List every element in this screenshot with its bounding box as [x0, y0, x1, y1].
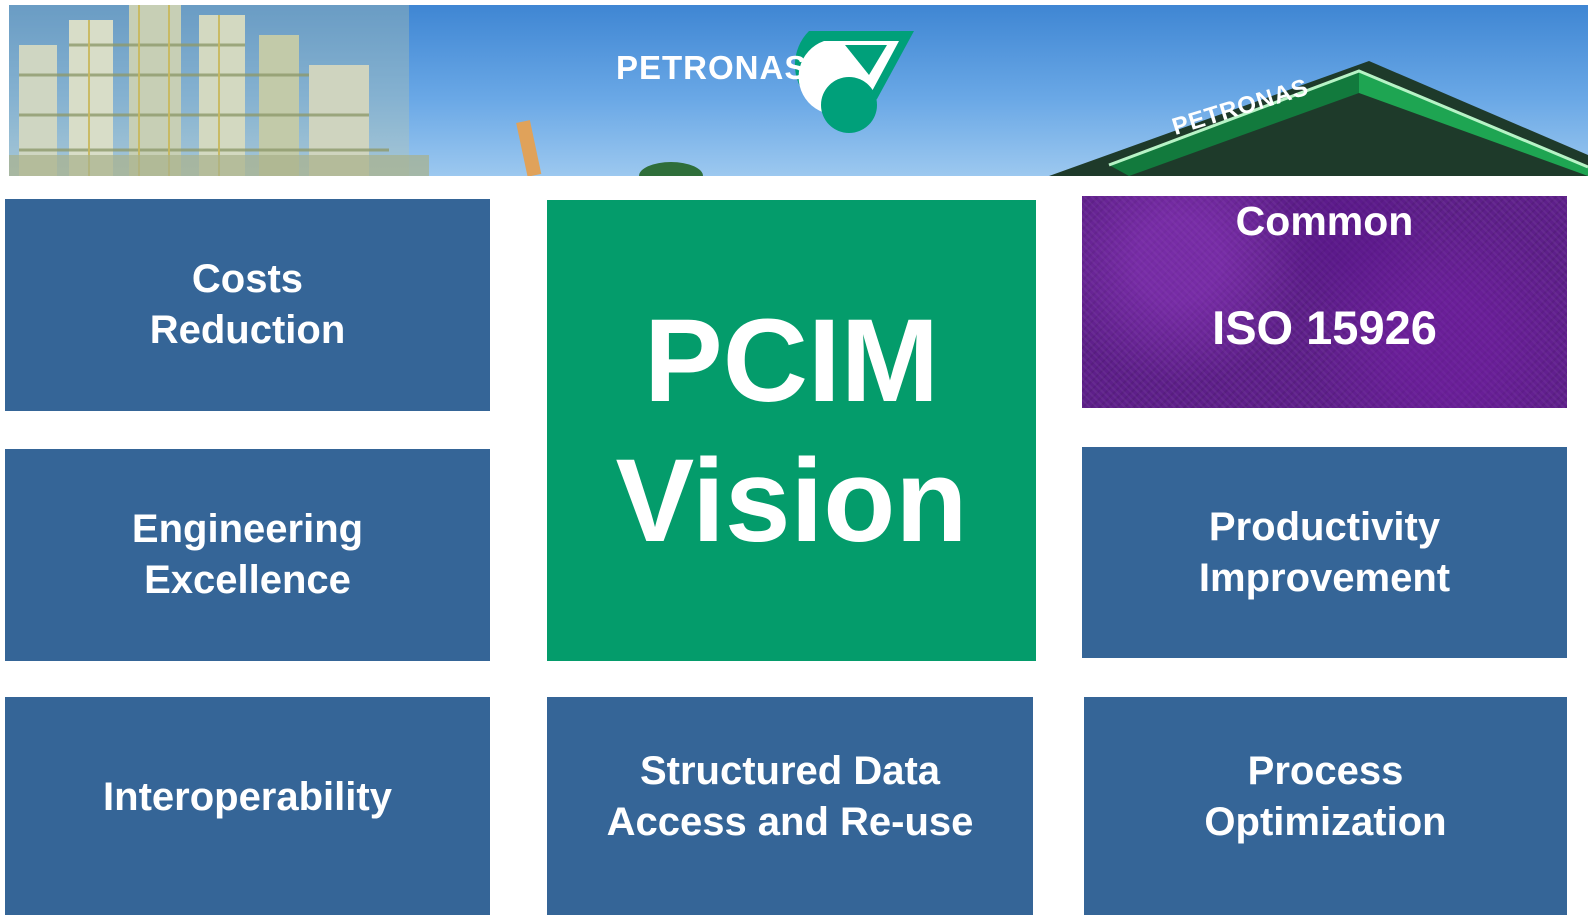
data-model-line-1: Common: [1235, 197, 1414, 244]
tile-process-optimization-label: Process Optimization: [1204, 749, 1447, 844]
station-canopy-illustration: [1049, 61, 1588, 176]
tile-process-optimization: Process Optimization: [1084, 697, 1567, 915]
tile-engineering-excellence-label: Engineering Excellence: [131, 507, 364, 602]
tile-costs-reduction-label: Costs Reduction: [149, 257, 346, 352]
pcim-vision-title: PCIM Vision: [615, 294, 968, 567]
tile-pcim-vision: PCIM Vision: [547, 200, 1036, 661]
data-model-line-2: ISO 15926: [1212, 300, 1437, 354]
tile-structured-data-label: Structured Data Access and Re-use: [606, 749, 974, 844]
petronas-logo-icon: [794, 31, 914, 133]
refinery-illustration: [9, 5, 429, 176]
tile-productivity-improvement-label: Productivity Improvement: [1198, 504, 1451, 600]
tile-structured-data: Structured Data Access and Re-use: [547, 697, 1033, 915]
tile-interoperability: Interoperability: [5, 697, 490, 915]
tile-costs-reduction: Costs Reduction: [5, 199, 490, 411]
tile-engineering-excellence: Engineering Excellence: [5, 449, 490, 661]
tile-common-data-model-label: Common ISO 15926 Data Model: [1212, 142, 1437, 463]
banner-illustration: [9, 5, 1588, 176]
banner: PETRONAS PETRONAS: [9, 5, 1588, 176]
tile-common-data-model: Common ISO 15926 Data Model: [1082, 196, 1567, 459]
logo-wordmark: PETRONAS: [616, 49, 808, 86]
tile-productivity-improvement: Productivity Improvement: [1082, 447, 1567, 658]
tile-interoperability-label: Interoperability: [103, 774, 392, 819]
